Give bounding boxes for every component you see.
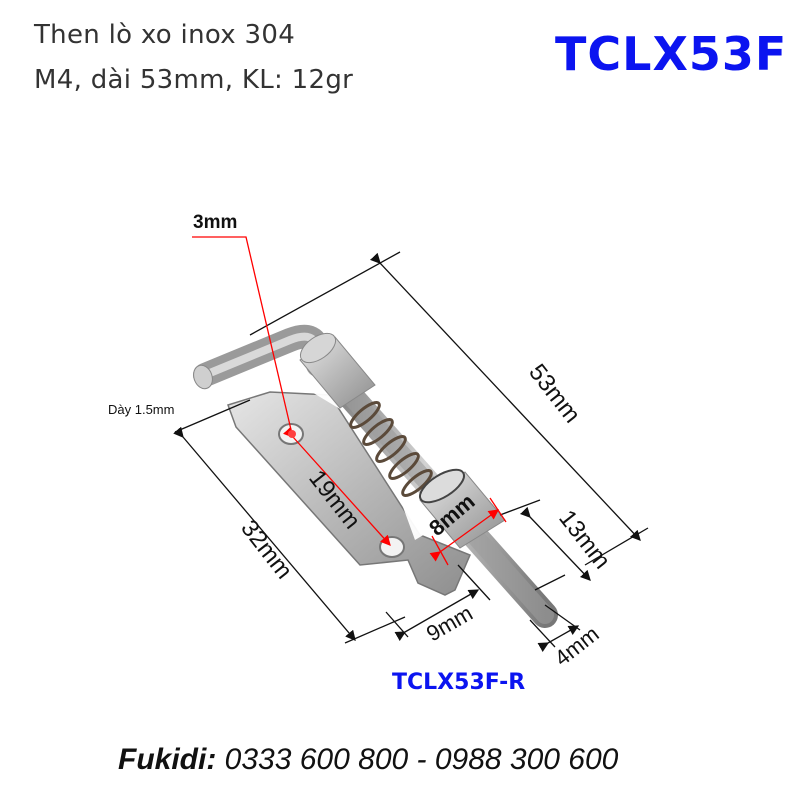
mount-hole-bottom <box>379 536 405 558</box>
label-plate-length: 32mm <box>235 515 297 584</box>
label-pin-protrusion: 13mm <box>553 505 615 574</box>
product-code: TCLX53F <box>555 27 788 81</box>
red-dimension-lines <box>192 236 507 566</box>
dimension-lines <box>173 251 649 653</box>
brand-name: Fukidi: <box>118 743 217 776</box>
label-pin-diameter: 4mm <box>550 621 604 671</box>
hole-center-marker <box>288 430 296 438</box>
label-thickness: Dày 1.5mm <box>108 402 174 417</box>
label-overall-length: 53mm <box>523 359 585 428</box>
label-hole-diameter: 3mm <box>193 212 237 233</box>
l-handle <box>193 324 330 390</box>
phone-numbers: 0333 600 800 - 0988 300 600 <box>224 743 619 776</box>
contact-footer: Fukidi: 0333 600 800 - 0988 300 600 <box>118 743 618 777</box>
variant-code: TCLX53F-R <box>392 670 526 695</box>
title-line-1: Then lò xo inox 304 <box>34 20 296 50</box>
title-line-2: M4, dài 53mm, KL: 12gr <box>34 65 354 95</box>
